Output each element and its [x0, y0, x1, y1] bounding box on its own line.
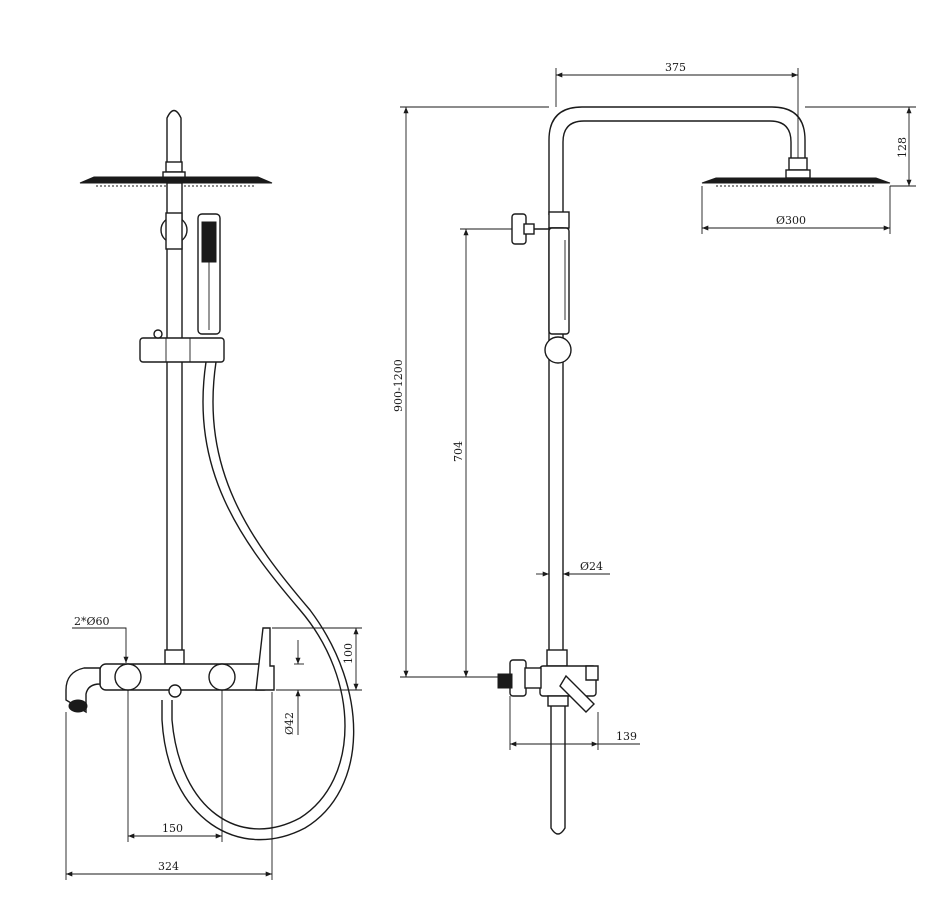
side-300-label: Ø300 [776, 214, 806, 227]
front-riser-union [164, 649, 185, 665]
front-lever-handle [255, 627, 275, 691]
side-head-connector [788, 157, 808, 171]
front-shower-hose [171, 361, 346, 830]
front-arm-connector [165, 161, 183, 173]
side-128-label: 128 [896, 137, 909, 158]
front-2x60-leader [72, 627, 129, 663]
front-2x60-label: 2*Ø60 [74, 615, 110, 628]
front-42-label: Ø42 [283, 712, 296, 735]
side-mixer-body [497, 649, 597, 697]
front-100-label: 100 [342, 643, 355, 664]
side-spout-pipe [550, 696, 566, 835]
side-704-label: 704 [452, 441, 465, 462]
side-diverter-junction [548, 211, 570, 229]
front-view: 2*Ø60 100 Ø42 150 324 [65, 109, 362, 880]
side-hand-shower [548, 227, 570, 335]
side-139-label: 139 [616, 730, 637, 743]
side-lever [559, 674, 595, 713]
side-24-label: Ø24 [580, 560, 603, 573]
front-right-escutcheon [208, 663, 236, 691]
front-left-escutcheon [114, 663, 142, 691]
front-riser-pipe [166, 182, 183, 654]
side-375-label: 375 [665, 61, 686, 74]
side-diverter-knob [511, 213, 535, 245]
front-hand-shower [197, 213, 221, 335]
side-900-1200-label: 900-1200 [392, 359, 405, 412]
front-top-arm [166, 109, 182, 162]
front-324-label: 324 [158, 860, 179, 873]
front-bath-spout [65, 667, 101, 714]
side-rain-shower-head [701, 177, 891, 187]
side-view: 375 128 Ø300 900-1200 704 Ø24 139 [392, 61, 916, 835]
side-overhead-arm [548, 106, 806, 215]
front-150-label: 150 [162, 822, 183, 835]
front-mixer-body [99, 663, 271, 698]
side-slide-knob [544, 336, 572, 364]
front-slide-holder [139, 329, 225, 363]
